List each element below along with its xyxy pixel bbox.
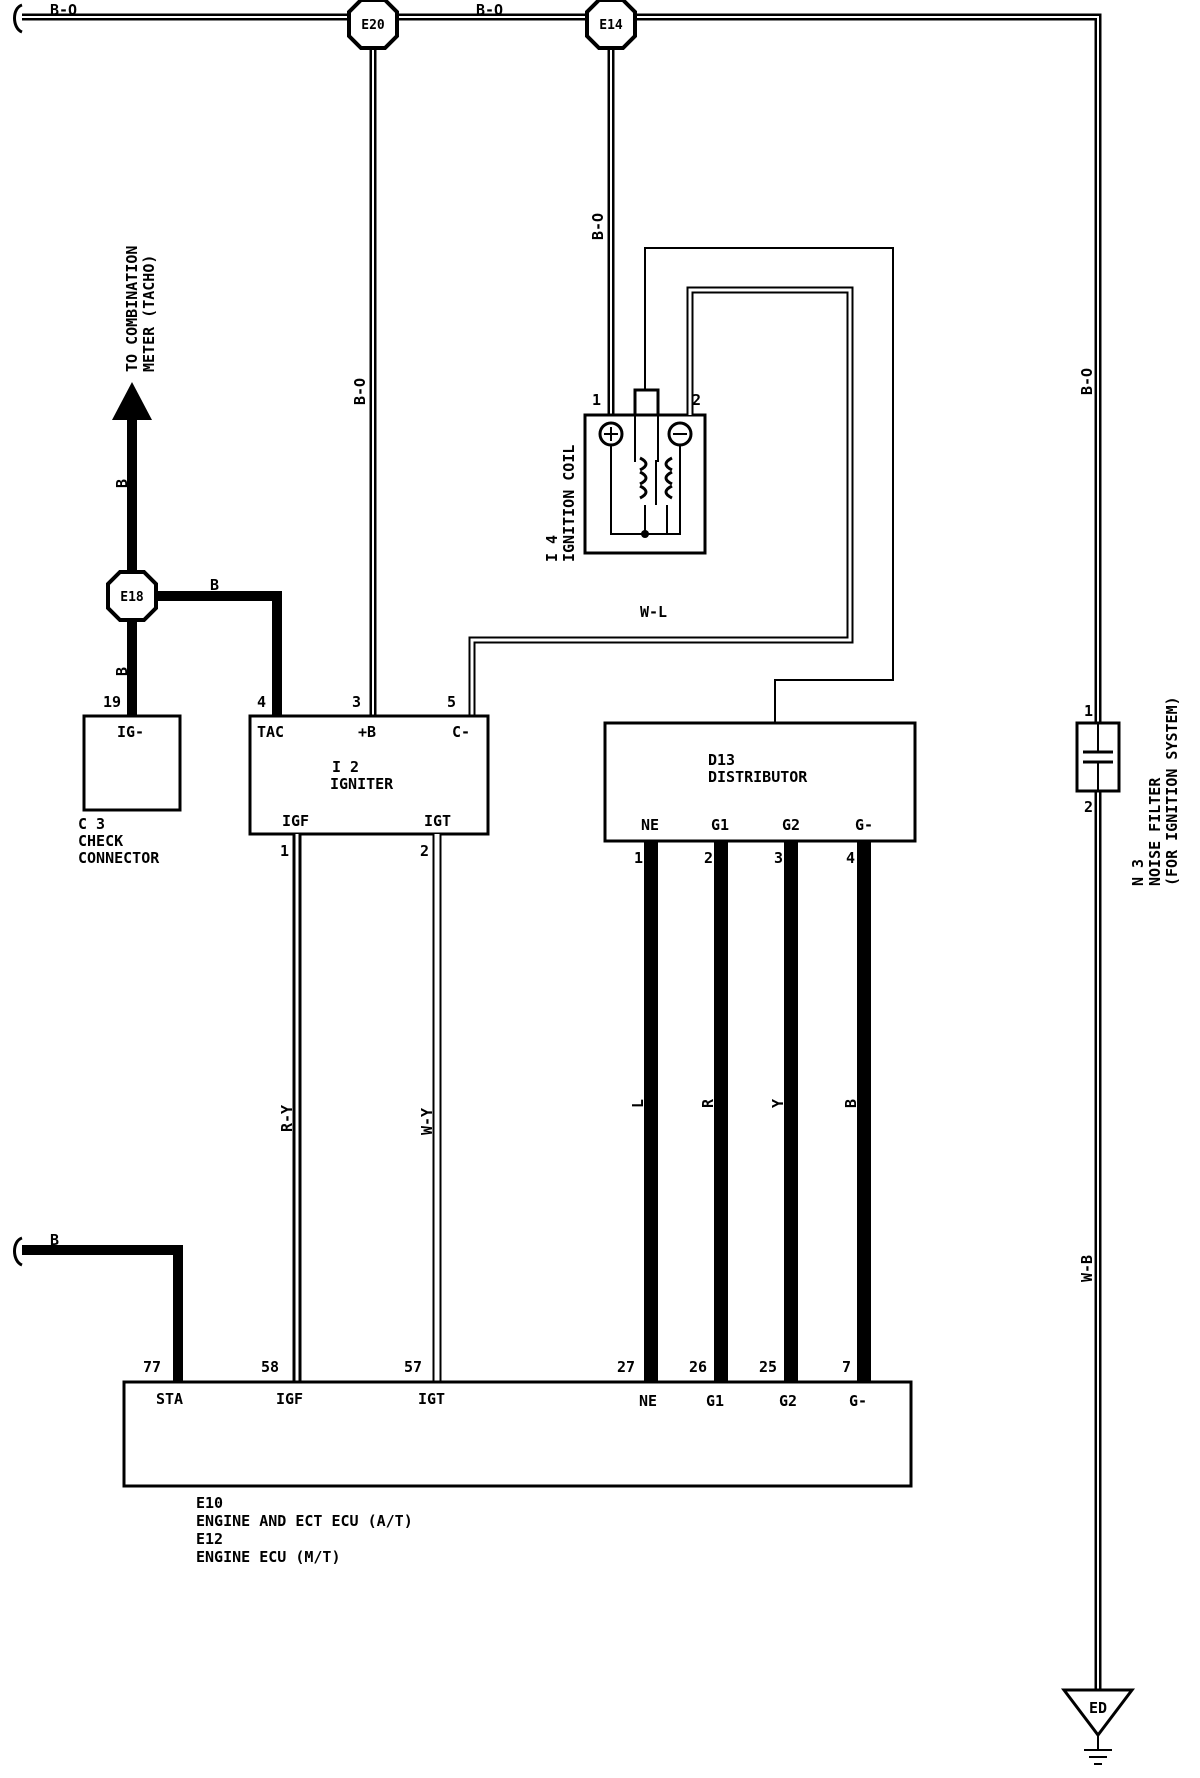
engine-ecu-e10-e12: [122, 1380, 913, 1488]
left-break-mark-sta: [13, 1236, 23, 1267]
c3-title-line1: C 3: [78, 815, 105, 833]
distributor-terminal-ne: NE: [641, 816, 659, 834]
wire-label-top-left: B-O: [50, 1, 77, 19]
ecu-title-line1: E10: [196, 1494, 223, 1512]
wire-label-gneg: B: [842, 1099, 860, 1108]
distributor-name: DISTRIBUTOR: [708, 768, 808, 786]
distributor-terminal-g2: G2: [782, 816, 800, 834]
noise-filter-pin2: 2: [1084, 798, 1093, 816]
ecu-pin-igf: 58: [261, 1358, 279, 1376]
distributor-code: D13: [708, 751, 735, 769]
tacho-label-line2: METER (TACHO): [140, 255, 158, 372]
c3-pin: 19: [103, 693, 121, 711]
igniter-pin-b: 3: [352, 693, 361, 711]
wire-label-g2: Y: [769, 1099, 787, 1108]
c3-title-line3: CONNECTOR: [78, 849, 160, 867]
wire-label-e18-right: B: [210, 576, 219, 594]
distributor-pin-2: 2: [704, 849, 713, 867]
igniter-pin-igt: 2: [420, 842, 429, 860]
ecu-title-line2: ENGINE AND ECT ECU (A/T): [196, 1512, 413, 1530]
igniter-code: I 2: [332, 758, 359, 776]
coil-label-line2: IGNITION COIL: [560, 445, 578, 562]
svg-text:E18: E18: [120, 590, 144, 605]
igniter-terminal-tac: TAC: [257, 723, 284, 741]
wire-label-top-mid: B-O: [476, 1, 503, 19]
left-break-mark: [13, 3, 23, 34]
ecu-pin-igt: 57: [404, 1358, 422, 1376]
ecu-title-line3: E12: [196, 1530, 223, 1548]
wire-sta: [22, 1245, 183, 1382]
c3-title-line2: CHECK: [78, 832, 123, 850]
wire-label-right-down: B-O: [1078, 368, 1096, 395]
ecu-terminal-ne: NE: [639, 1392, 657, 1410]
noise-filter-pin1: 1: [1084, 702, 1093, 720]
ecu-terminal-g1: G1: [706, 1392, 724, 1410]
coil-pin2: 2: [692, 391, 701, 409]
junction-e20: E20: [347, 0, 399, 50]
ecu-pin-gneg: 7: [842, 1358, 851, 1376]
noise-filter-label-line1: N 3: [1129, 859, 1147, 886]
wire-label-ne: L: [629, 1099, 647, 1108]
coil-pin1: 1: [592, 391, 601, 409]
igniter-terminal-igt: IGT: [424, 812, 451, 830]
noise-filter-label-line2: NOISE FILTER: [1146, 777, 1164, 886]
wire-e18-to-igniter-tac: [132, 591, 282, 716]
wire-label-e20-down: B-O: [351, 378, 369, 405]
noise-filter-label-line3: (FOR IGNITION SYSTEM): [1163, 696, 1181, 886]
wire-label-igt: W-Y: [418, 1108, 436, 1135]
distributor-pin-3: 3: [774, 849, 783, 867]
distributor-terminal-gneg: G-: [855, 816, 873, 834]
ecu-terminal-g2: G2: [779, 1392, 797, 1410]
wire-label-wl: W-L: [640, 603, 667, 621]
wire-label-sta: B: [50, 1231, 59, 1249]
c3-terminal: IG-: [117, 723, 144, 741]
igniter-pin-tac: 4: [257, 693, 266, 711]
tacho-arrow-icon: [112, 382, 152, 420]
wire-coil-pin2: [468, 286, 854, 716]
svg-text:E20: E20: [361, 18, 385, 33]
ecu-terminal-sta: STA: [156, 1390, 183, 1408]
wire-distributor-loop: [644, 247, 894, 723]
wire-label-g1: R: [699, 1098, 717, 1108]
igniter-terminal-b: +B: [358, 723, 376, 741]
ecu-terminal-igt: IGT: [418, 1390, 445, 1408]
wire-label-igf: R-Y: [278, 1105, 296, 1132]
igniter-i2: [248, 714, 490, 836]
noise-filter-n3: [1075, 721, 1121, 793]
wire-label-c3: B: [113, 667, 131, 676]
distributor-terminal-g1: G1: [711, 816, 729, 834]
ecu-pin-g1: 26: [689, 1358, 707, 1376]
ecu-terminal-igf: IGF: [276, 1390, 303, 1408]
igniter-pin-c: 5: [447, 693, 456, 711]
distributor-pin-4: 4: [846, 849, 855, 867]
igniter-terminal-igf: IGF: [282, 812, 309, 830]
coil-label-line1: I 4: [543, 535, 561, 562]
ecu-pin-ne: 27: [617, 1358, 635, 1376]
wire-label-tacho: B: [113, 479, 131, 488]
ecu-terminal-gneg: G-: [849, 1392, 867, 1410]
ecu-title-line4: ENGINE ECU (M/T): [196, 1548, 341, 1566]
ecu-pin-g2: 25: [759, 1358, 777, 1376]
svg-text:E14: E14: [599, 18, 623, 33]
igniter-terminal-c: C-: [452, 723, 470, 741]
wire-label-ground: W-B: [1078, 1255, 1096, 1282]
ground-label: ED: [1089, 1699, 1107, 1717]
ground-ed: [1060, 1688, 1136, 1765]
distributor-d13: [603, 721, 917, 843]
coil-node: [641, 530, 649, 538]
igniter-name: IGNITER: [330, 775, 394, 793]
junction-e18: E18: [106, 570, 158, 622]
tacho-label-line1: TO COMBINATION: [123, 246, 141, 372]
check-connector-c3: [82, 714, 182, 812]
igniter-pin-igf: 1: [280, 842, 289, 860]
junction-e14: E14: [585, 0, 637, 50]
ecu-pin-sta: 77: [143, 1358, 161, 1376]
distributor-pin-1: 1: [634, 849, 643, 867]
wire-label-e14-down: B-O: [589, 213, 607, 240]
